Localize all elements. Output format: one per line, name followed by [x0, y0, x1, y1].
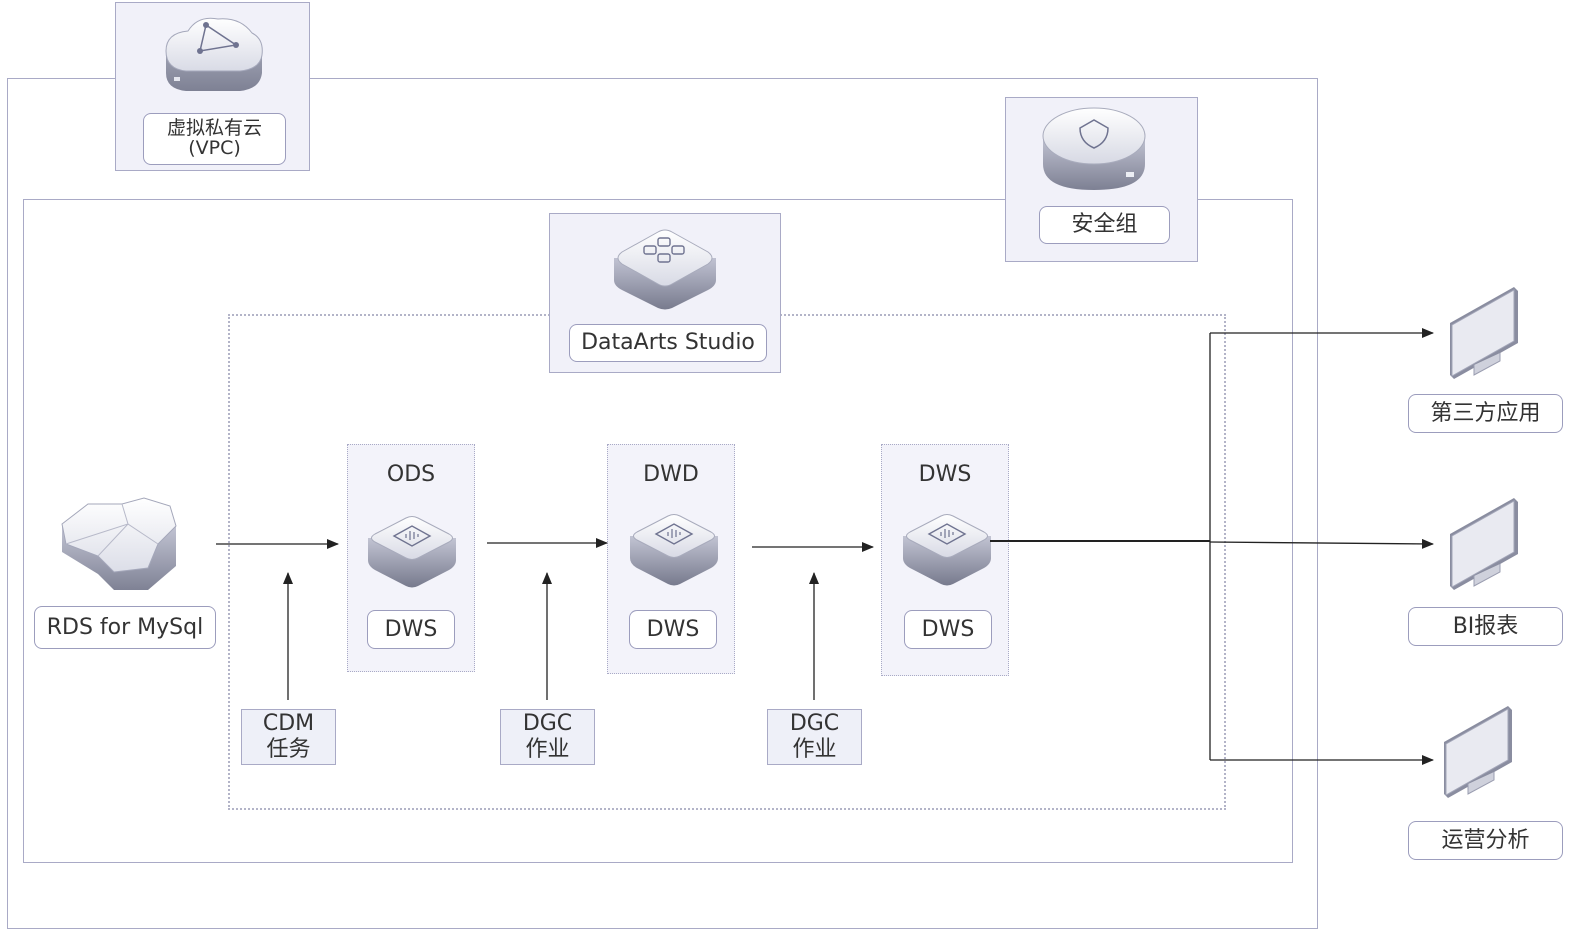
dws-server-icon	[903, 514, 991, 586]
output-label-third-party: 第三方应用	[1408, 394, 1563, 433]
layer-label-ods: DWS	[367, 610, 455, 649]
dws-server-icon	[630, 514, 718, 586]
task-line2: 任务	[266, 737, 311, 762]
vpc-label-line1: 虚拟私有云	[166, 117, 262, 140]
monitor-icon	[1444, 706, 1512, 798]
task-line1: DGC	[522, 710, 573, 736]
vpc-panel: 虚拟私有云 (VPC)	[115, 2, 310, 171]
vpc-label-line2: (VPC)	[188, 137, 241, 159]
vpc-cloud-icon	[165, 17, 263, 92]
layer-title-dwd: DWD	[643, 462, 699, 487]
subnet-boundary	[23, 199, 1293, 863]
task-line1: DGC	[789, 710, 840, 736]
task-line1: CDM	[262, 710, 315, 736]
output-label-bi-report: BI报表	[1408, 607, 1563, 646]
monitor-icon	[1450, 287, 1518, 379]
security-group-label: 安全组	[1039, 206, 1170, 244]
rds-database-icon	[61, 497, 177, 590]
vpc-label: 虚拟私有云 (VPC)	[143, 113, 286, 165]
layer-title-dws: DWS	[918, 462, 972, 487]
layer-label-dws: DWS	[904, 610, 992, 649]
task-box-dgc-2: DGC 作业	[767, 709, 862, 765]
task-box-dgc-1: DGC 作业	[500, 709, 595, 765]
vpc-boundary	[7, 78, 1318, 929]
layer-title-ods: ODS	[386, 462, 436, 487]
task-line2: 作业	[525, 737, 570, 762]
dataarts-panel: DataArts Studio	[549, 213, 781, 373]
security-shield-icon	[1042, 107, 1146, 190]
task-line2: 作业	[792, 737, 837, 762]
task-box-cdm: CDM 任务	[241, 709, 336, 765]
rds-label: RDS for MySql	[34, 606, 216, 649]
layer-label-dwd: DWS	[629, 610, 717, 649]
output-label-operations: 运营分析	[1408, 821, 1563, 860]
monitor-icon	[1450, 498, 1518, 590]
dataarts-studio-icon	[614, 229, 716, 310]
security-group-panel: 安全组	[1005, 97, 1198, 262]
dws-server-icon	[368, 516, 456, 588]
arrow-to-bi-report	[1209, 538, 1434, 549]
dataarts-label: DataArts Studio	[569, 324, 767, 362]
